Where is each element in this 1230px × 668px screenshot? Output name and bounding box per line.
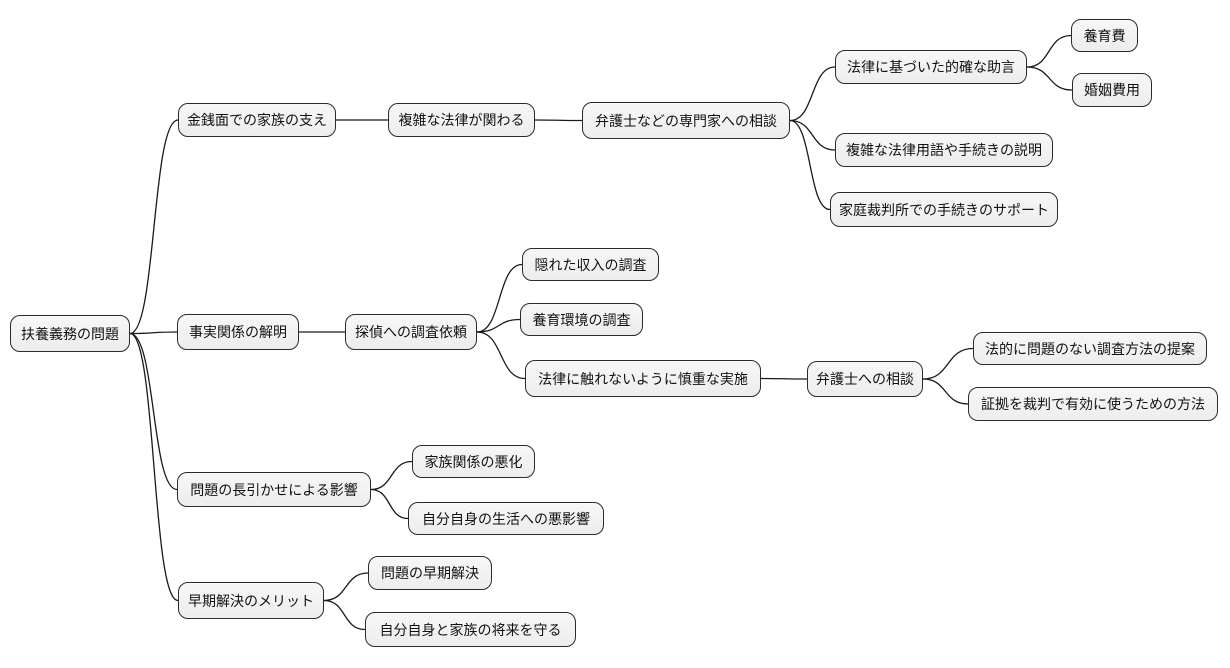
mindmap-node-teian: 法的に問題のない調査方法の提案 [973,332,1207,365]
mindmap-node-support: 家庭裁判所での手続きのサポート [830,192,1058,227]
mindmap-node-jogen: 法律に基づいた的確な助言 [835,50,1027,84]
mindmap-node-bengoshi: 弁護士への相談 [807,361,923,397]
edge-jogen-konin [1026,66,1073,91]
edge-senmonka-support [789,119,831,211]
mindmap-node-senmonka: 弁護士などの専門家への相談 [582,102,790,139]
mindmap-node-nagabiki: 問題の長引かせによる影響 [177,472,371,507]
mindmap-node-root: 扶養義務の問題 [10,315,130,352]
mindmap-node-shoko: 証拠を裁判で有効に使うための方法 [968,387,1218,421]
mindmap-node-tantei: 探偵への調査依頼 [345,314,477,350]
mindmap-node-shincho: 法律に触れないように慎重な実施 [525,360,761,397]
edge-tantei-kankyo [476,318,521,333]
edge-nagabiki-akueikyo [370,488,409,520]
mindmap-node-soki: 早期解決のメリット [178,582,324,619]
mindmap-node-akueikyo: 自分自身の生活への悪影響 [408,502,604,535]
mindmap-node-jijitsu: 事実関係の解明 [177,314,299,350]
edge-fukuzatsu-senmonka [534,119,583,122]
edge-nagabiki-akka [370,460,413,491]
edge-soki-mamoru [323,599,366,631]
edge-root-kinsen [129,119,179,335]
mindmap-node-mamoru: 自分自身と家族の将来を守る [365,612,576,647]
edge-root-nagabiki [129,332,178,491]
edge-senmonka-jogen [789,66,836,122]
mindmap-node-kakure: 隠れた収入の調査 [522,248,659,281]
edge-root-jijitsu [129,331,178,335]
mindmap-node-kinsen: 金銭面での家族の支え [178,103,336,137]
edge-bengoshi-shoko [922,378,969,405]
mindmap-node-konin: 婚姻費用 [1072,73,1152,107]
edge-bengoshi-teian [922,347,974,380]
mindmap-node-akka: 家族関係の悪化 [412,445,535,478]
mindmap-node-fukuzatsu: 複雑な法律が関わる [388,103,535,137]
mindmap-node-kankyo: 養育環境の調査 [520,303,643,336]
mindmap-node-yoikuhi: 養育費 [1071,19,1138,52]
edge-root-soki [129,332,179,602]
edge-soki-kaiketsu [323,572,369,602]
edge-shincho-bengoshi [760,377,808,380]
mindmap-node-kaiketsu: 問題の早期解決 [368,556,492,590]
edge-senmonka-setsumei [789,119,836,151]
edge-tantei-kakure [476,263,523,333]
edge-jogen-yoikuhi [1026,34,1072,68]
edge-tantei-shincho [476,331,526,380]
mindmap-node-setsumei: 複雑な法律用語や手続きの説明 [835,133,1053,167]
